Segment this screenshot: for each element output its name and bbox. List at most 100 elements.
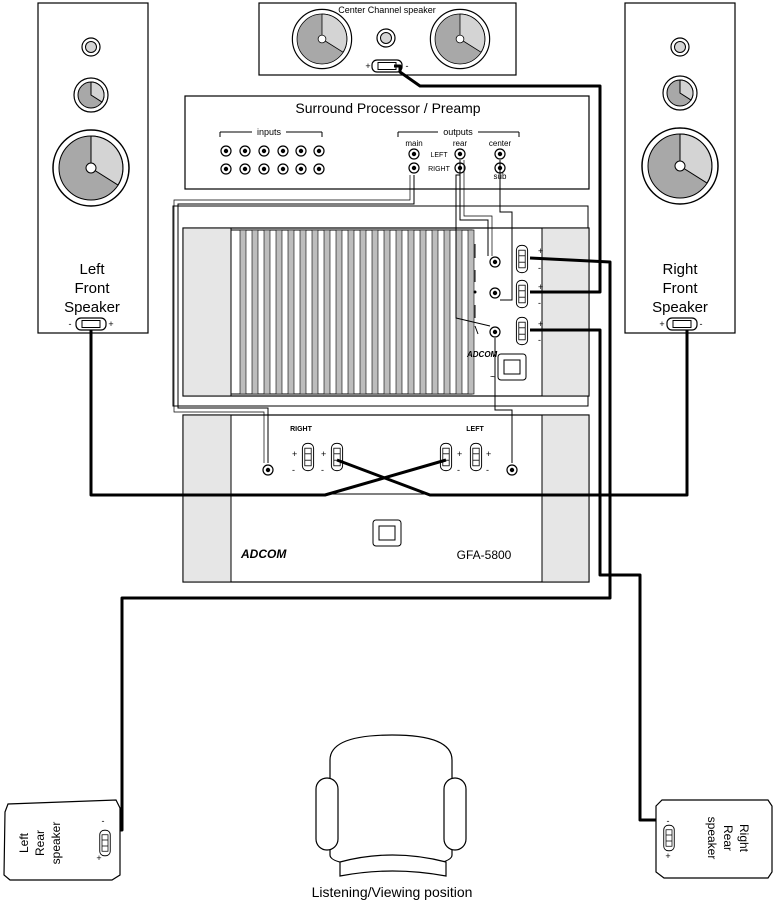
- main-right-output-jack[interactable]: [408, 162, 420, 174]
- amp-plus-1: +: [538, 246, 543, 256]
- gfa-minus: -: [486, 465, 489, 475]
- right-front-label-2: Front: [662, 280, 698, 297]
- center-left-woofer-icon: [291, 8, 353, 70]
- listening-chair-icon: [315, 734, 467, 877]
- input-jack[interactable]: [239, 163, 251, 175]
- input-jack[interactable]: [277, 145, 289, 157]
- input-jack[interactable]: [313, 163, 325, 175]
- main-left-output-jack[interactable]: [408, 148, 420, 160]
- heatsink-fin: [275, 229, 283, 395]
- left-front-terminal-icon[interactable]: [75, 317, 107, 331]
- gfa-left-input-jack[interactable]: [506, 464, 518, 476]
- input-jack[interactable]: [239, 145, 251, 157]
- left-front-label-1: Left: [79, 261, 105, 278]
- center-channel-speaker: Center Channel speaker + -: [258, 2, 517, 76]
- gfa-5800-amplifier: RIGHT LEFT + - + - + - + - ADCOM GFA-580…: [182, 414, 590, 583]
- signal-cables: [173, 160, 513, 463]
- right-rear-label-1: Right: [737, 824, 751, 853]
- left-rear-terminal-icon[interactable]: [99, 829, 111, 857]
- heatsink-fin: [311, 229, 319, 395]
- gfa-brand-label: ADCOM: [240, 547, 287, 561]
- left-front-label-3: Speaker: [64, 299, 120, 316]
- gfa-right-post-1[interactable]: [301, 442, 315, 472]
- amp-minus-2: -: [538, 298, 541, 308]
- input-jack[interactable]: [295, 145, 307, 157]
- gfa-plus: +: [292, 449, 297, 459]
- ac-symbol-icon: ~: [490, 372, 496, 383]
- center-right-woofer-icon: [429, 8, 491, 70]
- gfa-right-label: RIGHT: [290, 426, 313, 433]
- left-front-tweeter-icon: [81, 37, 101, 57]
- amp-brand-label: ADCOM: [466, 350, 498, 359]
- main-label: main: [405, 139, 422, 148]
- left-front-speaker: Left Front Speaker - +: [37, 2, 149, 334]
- gfa-left-post-1[interactable]: [439, 442, 453, 472]
- gfa-plus: +: [321, 449, 326, 459]
- heatsink-fin: [419, 229, 427, 395]
- gfa-left-post-2[interactable]: [469, 442, 483, 472]
- left-rear-plus-label: +: [96, 853, 101, 863]
- input-jack[interactable]: [295, 163, 307, 175]
- heatsink-fin: [263, 229, 271, 395]
- amp-output-post-b[interactable]: [515, 279, 529, 309]
- right-label: RIGHT: [428, 166, 451, 173]
- right-front-minus-label: -: [700, 319, 703, 329]
- inputs-label: inputs: [257, 127, 282, 137]
- input-jack[interactable]: [220, 145, 232, 157]
- input-jack[interactable]: [313, 145, 325, 157]
- outputs-label: outputs: [443, 127, 473, 137]
- heatsink-fin: [443, 229, 451, 395]
- left-rear-label-3: speaker: [49, 822, 63, 865]
- amp-output-post-a[interactable]: [515, 244, 529, 274]
- input-jack[interactable]: [258, 145, 270, 157]
- three-channel-amplifier: + - + - + - ADCOM ~: [172, 205, 590, 407]
- center-tweeter-icon: [376, 28, 396, 48]
- amp-output-post-c[interactable]: [515, 316, 529, 346]
- left-rear-speaker: Left Rear speaker + -: [3, 799, 121, 881]
- gfa-minus: -: [321, 465, 324, 475]
- gfa-minus: -: [292, 465, 295, 475]
- left-front-woofer-icon: [52, 129, 130, 207]
- amp-input-jack-2[interactable]: [489, 287, 501, 299]
- right-front-terminal-icon[interactable]: [666, 317, 698, 331]
- heatsink-fin: [323, 229, 331, 395]
- heatsink-fin: [347, 229, 355, 395]
- amp-input-jack-1[interactable]: [489, 256, 501, 268]
- right-front-tweeter-icon: [670, 37, 690, 57]
- right-front-midrange-icon: [662, 75, 698, 111]
- heatsink-fin: [431, 229, 439, 395]
- center-label: center: [489, 139, 512, 148]
- right-rear-label-2: Rear: [721, 825, 735, 851]
- heatsink-fin: [287, 229, 295, 395]
- heatsink-fin: [395, 229, 403, 395]
- left-rear-label-1: Left: [17, 832, 31, 853]
- heatsink-fin: [251, 229, 259, 395]
- heatsink-fin: [467, 229, 475, 395]
- listening-caption: Listening/Viewing position: [312, 884, 473, 900]
- center-output-jack[interactable]: [494, 148, 506, 160]
- gfa-right-input-jack[interactable]: [262, 464, 274, 476]
- heatsink-fin: [359, 229, 367, 395]
- rear-label: rear: [453, 139, 468, 148]
- gfa-left-label: LEFT: [466, 426, 484, 433]
- left-rear-minus-label: -: [102, 816, 105, 826]
- amp-input-jack-3[interactable]: [489, 326, 501, 338]
- amp-minus-3: -: [538, 335, 541, 345]
- surround-processor: Surround Processor / Preamp inputs outpu…: [184, 95, 590, 190]
- right-rear-terminal-icon[interactable]: [663, 824, 675, 852]
- right-rear-minus-label: -: [667, 816, 670, 826]
- gfa-right-post-2[interactable]: [330, 442, 344, 472]
- heatsink-fin: [383, 229, 391, 395]
- input-jack[interactable]: [258, 163, 270, 175]
- heatsink-fin: [455, 229, 463, 395]
- heatsink-fin: [407, 229, 415, 395]
- center-minus-label: -: [406, 61, 409, 71]
- left-front-minus-label: -: [69, 319, 72, 329]
- rear-left-output-jack[interactable]: [454, 148, 466, 160]
- input-jack[interactable]: [220, 163, 232, 175]
- input-jack[interactable]: [277, 163, 289, 175]
- right-rear-plus-label: +: [665, 851, 670, 861]
- right-front-woofer-icon: [641, 127, 719, 205]
- right-rear-speaker: Right Rear speaker - +: [655, 799, 773, 879]
